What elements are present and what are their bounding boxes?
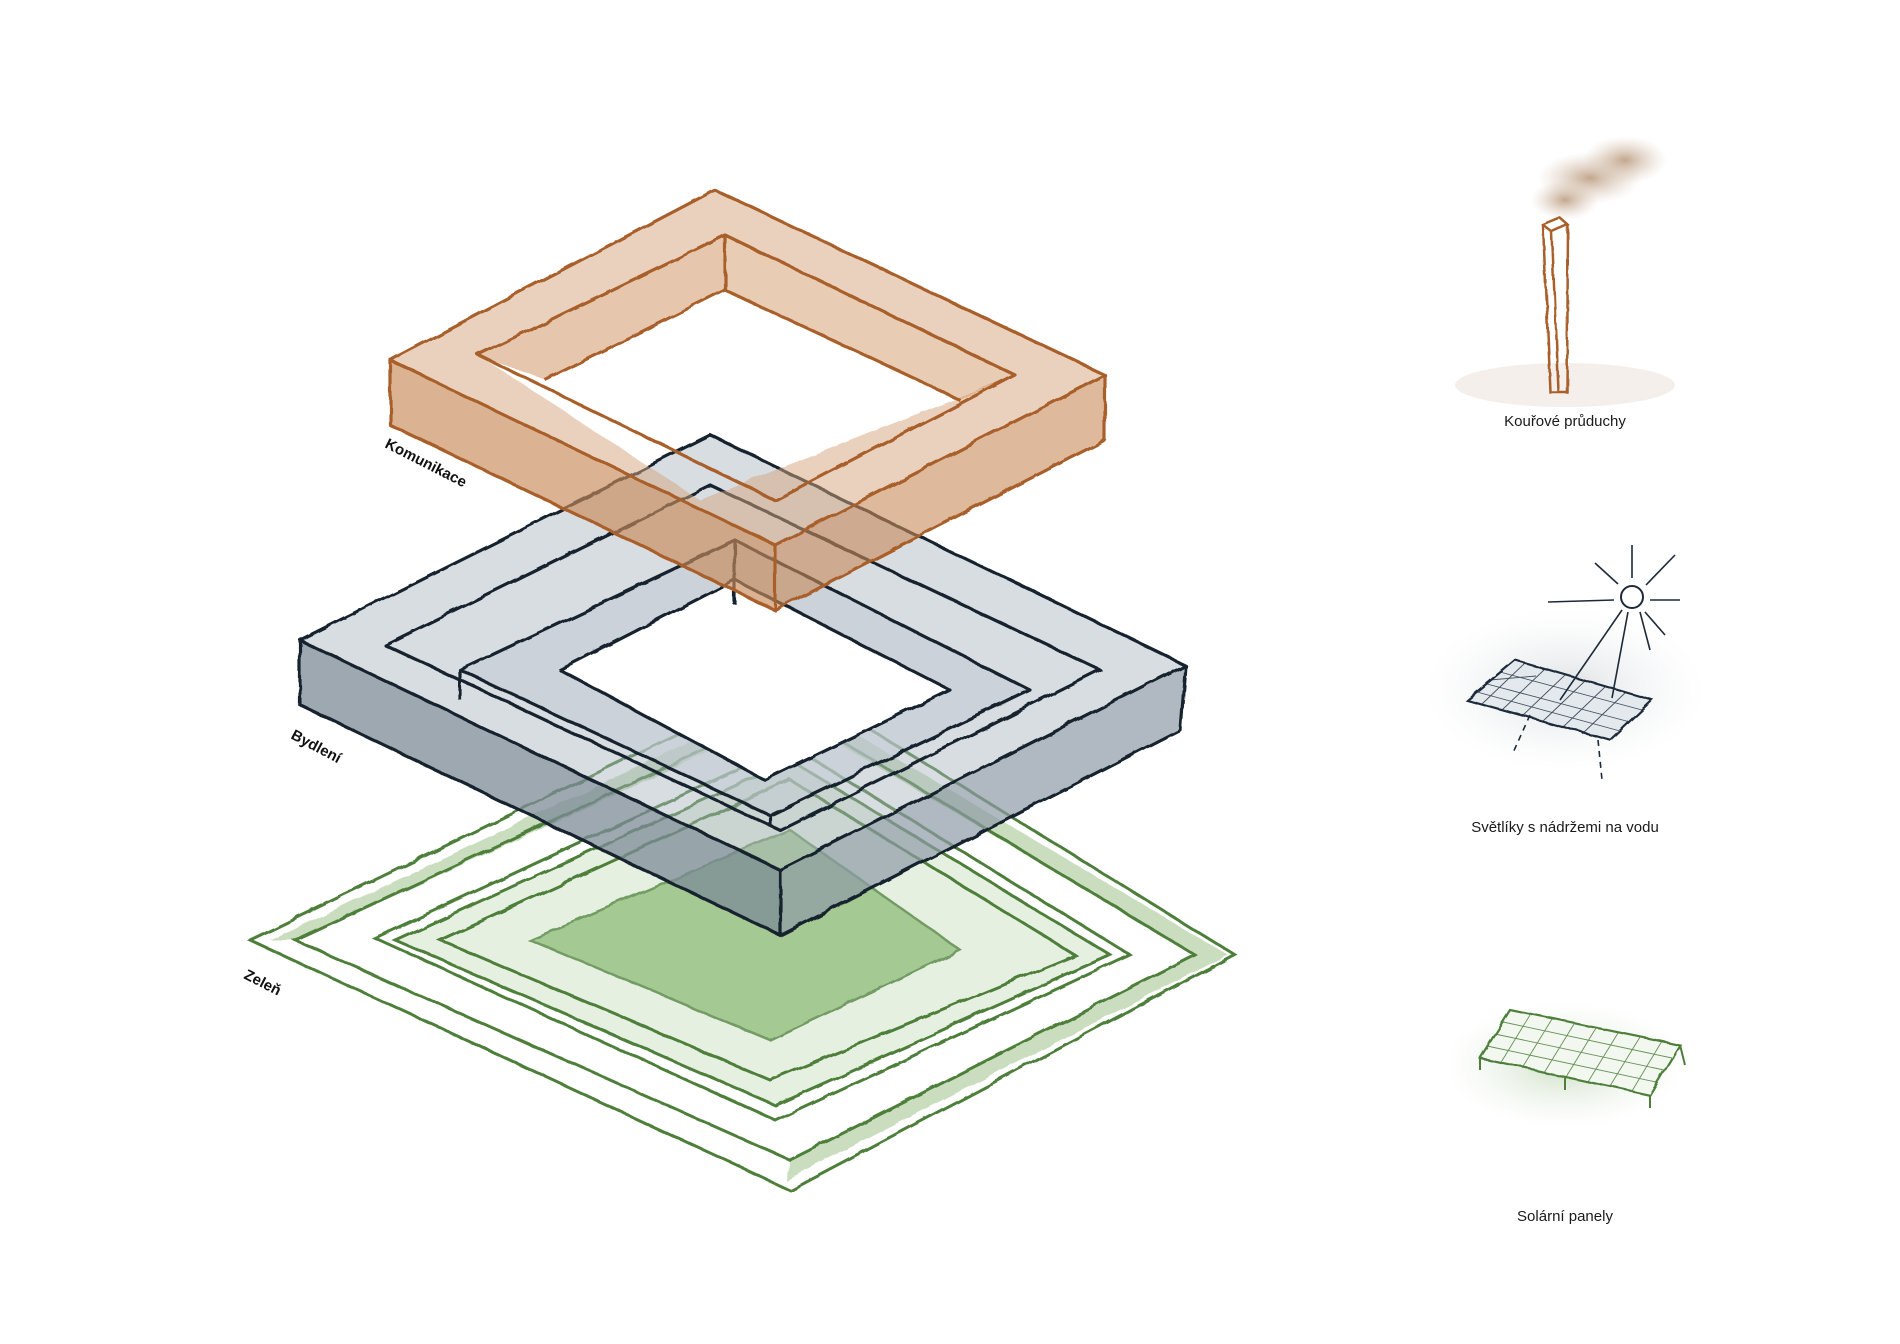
komunikace-inner-wall [478,235,725,380]
bydleni-ring-3 [558,578,952,782]
legend-label-skylight: Světlíky s nádržemi na vodu [1471,819,1659,836]
solar-panel-icon [1445,1003,1686,1127]
komunikace-inner-wall-2 [725,235,1015,400]
komunikace-right-wall [775,375,1105,610]
komunikace-inner-outline [476,233,1017,502]
legend-label-solar: Solární panely [1517,1208,1613,1225]
legend-label-chimney: Kouřové průduchy [1504,413,1626,430]
bydleni-label: Bydlení [288,727,345,768]
bydleni-right-wall [780,665,1185,935]
chimney-icon [1455,136,1675,407]
layer-bydleni: Bydlení [288,433,1187,937]
bydleni-ring-1 [383,483,1102,832]
bydleni-courtyard [560,580,950,780]
bydleni-ring-2 [458,538,1032,817]
komunikace-top-surface [390,190,1105,545]
zelen-label: Zeleň [241,966,284,999]
skylight-water-tank-icon [1425,545,1705,781]
komunikace-left-wall [390,360,775,610]
layer-komunikace: Komunikace [382,188,1107,612]
bydleni-left-wall [300,640,780,935]
